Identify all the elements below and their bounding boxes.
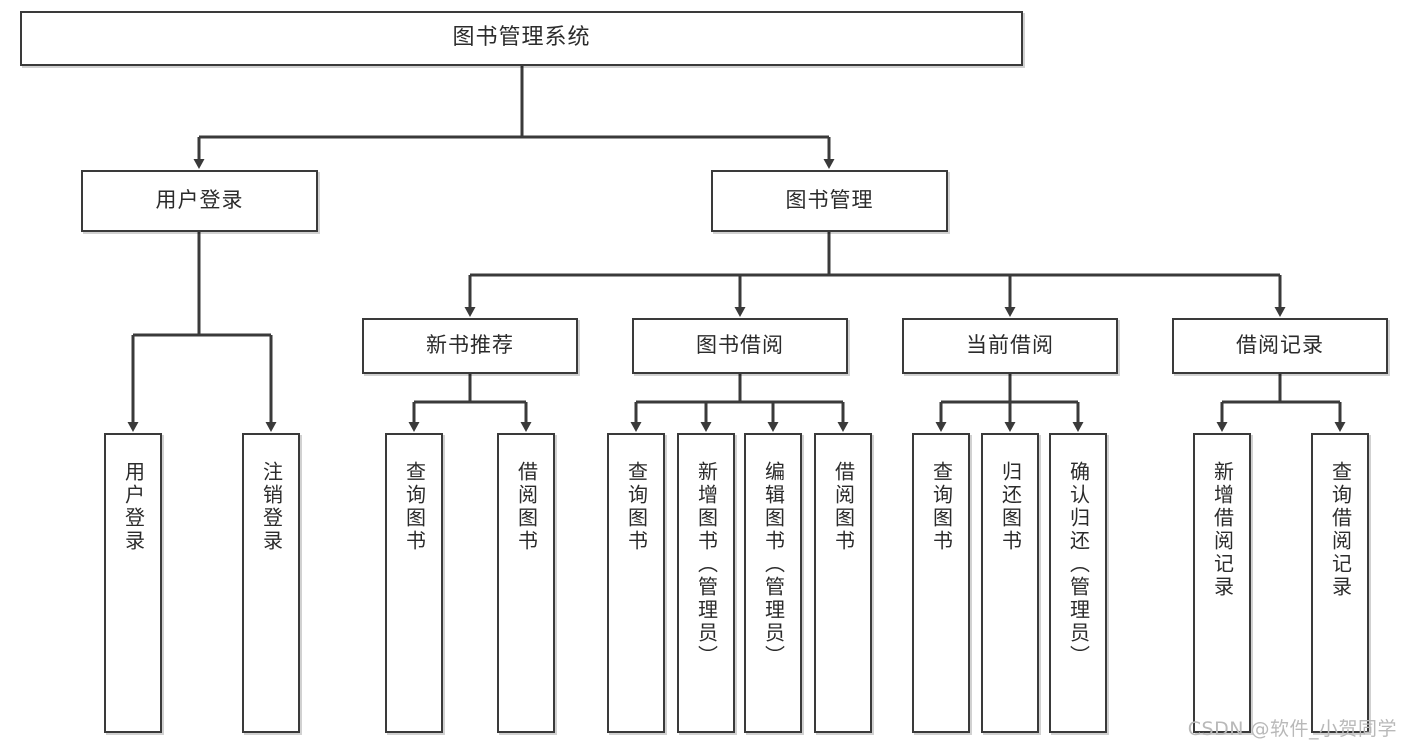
node-label: 归还图书 [998,461,1023,553]
leaf-borrow-edit-book[interactable]: 编辑图书（管理员） [744,433,802,733]
node-book-borrow[interactable]: 图书借阅 [632,318,848,374]
node-label: 图书管理系统 [452,25,591,51]
node-new-book-recommend[interactable]: 新书推荐 [362,318,578,374]
leaf-records-query-record[interactable]: 查询借阅记录 [1311,433,1369,733]
leaf-user-login-login[interactable]: 用户登录 [104,433,162,733]
node-current-borrow[interactable]: 当前借阅 [902,318,1118,374]
node-label: 查询图书 [402,461,427,553]
node-label: 用户登录 [121,461,146,553]
node-label: 借阅记录 [1236,333,1324,358]
node-user-login[interactable]: 用户登录 [81,170,318,232]
leaf-borrow-borrow-book[interactable]: 借阅图书 [814,433,872,733]
leaf-new-book-query[interactable]: 查询图书 [385,433,443,733]
leaf-borrow-add-book[interactable]: 新增图书（管理员） [677,433,735,733]
node-label: 编辑图书（管理员） [761,461,786,668]
node-label: 查询图书 [624,461,649,553]
node-label: 确认归还（管理员） [1066,461,1091,668]
leaf-user-login-logout[interactable]: 注销登录 [242,433,300,733]
leaf-records-add-record[interactable]: 新增借阅记录 [1193,433,1251,733]
leaf-current-return-book[interactable]: 归还图书 [981,433,1039,733]
leaf-new-book-borrow[interactable]: 借阅图书 [497,433,555,733]
leaf-current-confirm-return[interactable]: 确认归还（管理员） [1049,433,1107,733]
node-label: 用户登录 [155,188,244,213]
node-label: 注销登录 [259,461,284,553]
node-label: 当前借阅 [966,333,1054,358]
node-label: 查询借阅记录 [1328,461,1353,599]
node-label: 新增借阅记录 [1210,461,1235,599]
leaf-current-query-book[interactable]: 查询图书 [912,433,970,733]
node-label: 查询图书 [929,461,954,553]
node-label: 借阅图书 [831,461,856,553]
node-borrow-records[interactable]: 借阅记录 [1172,318,1388,374]
leaf-borrow-query-book[interactable]: 查询图书 [607,433,665,733]
node-label: 新书推荐 [426,333,514,358]
node-label: 图书管理 [785,188,874,213]
node-label: 借阅图书 [514,461,539,553]
node-label: 图书借阅 [696,333,784,358]
node-book-management[interactable]: 图书管理 [711,170,948,232]
node-root-system[interactable]: 图书管理系统 [20,11,1023,66]
node-label: 新增图书（管理员） [694,461,719,668]
watermark: CSDN @软件_小贺同学 [1187,718,1397,740]
